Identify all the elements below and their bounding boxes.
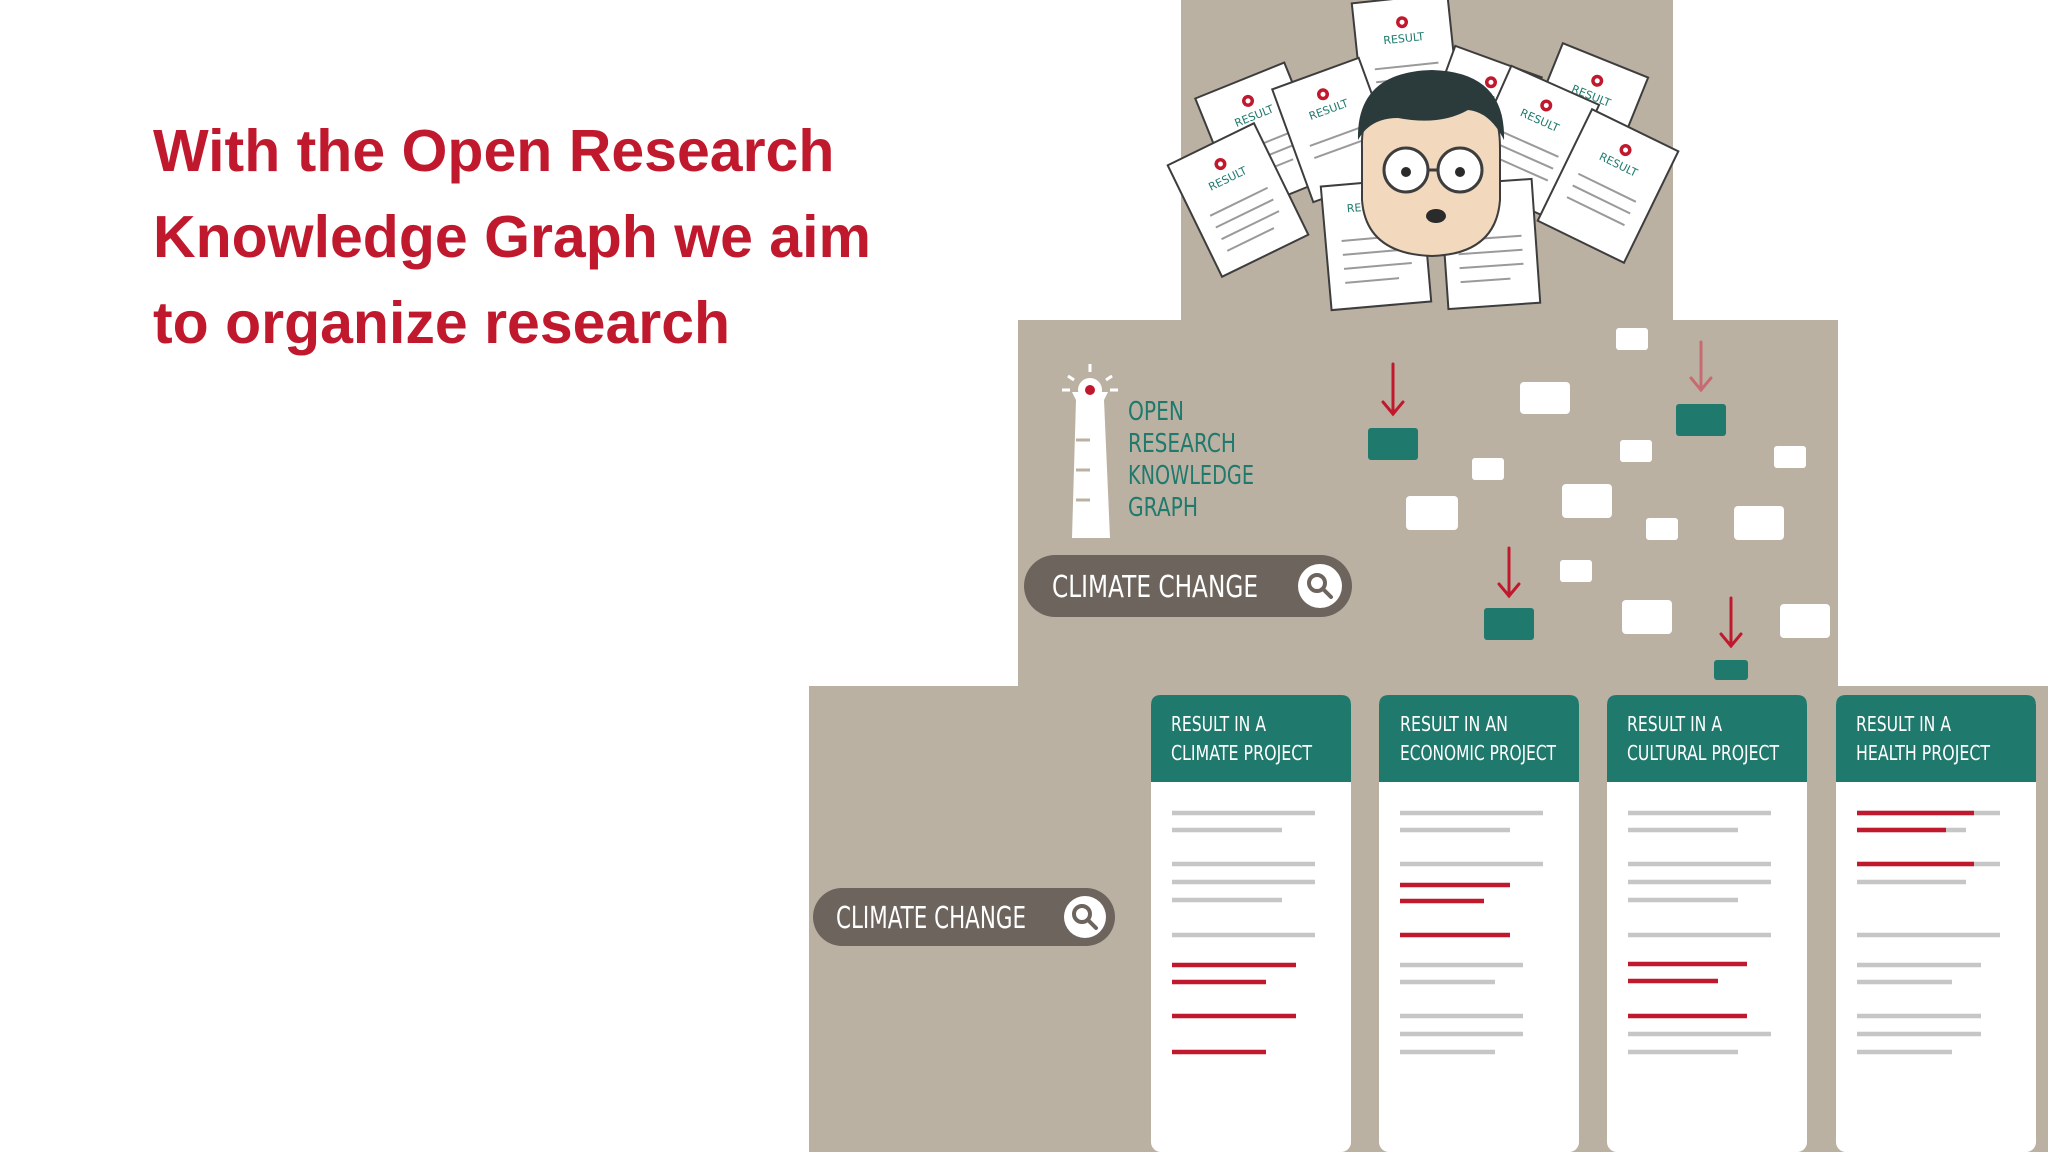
result-card: RESULT IN A CLIMATE PROJECT xyxy=(1151,695,1351,1152)
card-title-line-1: RESULT IN A xyxy=(1171,712,1266,736)
graph-node xyxy=(1774,446,1806,468)
slide-title: With the Open Research Knowledge Graph w… xyxy=(153,108,973,366)
search-query-upper: CLIMATE CHANGE xyxy=(1052,570,1258,605)
down-arrow-icon xyxy=(1497,546,1521,599)
paper-label: RESULT xyxy=(1383,30,1425,47)
graph-node xyxy=(1780,604,1830,638)
logo-line-1: OPEN xyxy=(1128,397,1184,427)
graph-node xyxy=(1520,382,1570,414)
graph-node xyxy=(1472,458,1504,480)
down-arrow-icon xyxy=(1689,340,1713,393)
face-icon xyxy=(1357,70,1505,258)
card-title-line-2: CULTURAL PROJECT xyxy=(1627,741,1780,765)
graph-node xyxy=(1622,600,1672,634)
graph-node xyxy=(1616,328,1648,350)
logo-line-3: KNOWLEDGE xyxy=(1128,461,1254,491)
card-title-line-2: ECONOMIC PROJECT xyxy=(1400,741,1557,765)
highlighted-nodes xyxy=(1368,340,1748,680)
lighthouse-icon xyxy=(1062,364,1118,538)
down-arrow-icon xyxy=(1719,596,1743,649)
title-line-1: With the Open Research xyxy=(153,118,835,184)
card-title-line-1: RESULT IN A xyxy=(1627,712,1722,736)
graph-node xyxy=(1620,440,1652,462)
graph-node xyxy=(1406,496,1458,530)
graph-node xyxy=(1734,506,1784,540)
graph-node xyxy=(1560,560,1592,582)
orkg-logo: OPEN RESEARCH KNOWLEDGE GRAPH xyxy=(1062,364,1254,538)
logo-line-2: RESEARCH xyxy=(1128,429,1236,459)
graph-node-highlighted xyxy=(1676,404,1726,436)
magnifier-icon xyxy=(1298,564,1342,608)
result-paper: RESULT xyxy=(1536,107,1680,265)
card-title-line-2: CLIMATE PROJECT xyxy=(1171,741,1313,765)
graph-node xyxy=(1562,484,1612,518)
card-title-line-1: RESULT IN A xyxy=(1856,712,1951,736)
title-line-2: Knowledge Graph we aim xyxy=(153,204,871,270)
paper-pile: RESULT RESULT RESULT RESULT RESULT xyxy=(1166,0,1680,312)
magnifier-icon xyxy=(1064,896,1106,938)
title-line-3: to organize research xyxy=(153,290,731,356)
search-pill-upper: CLIMATE CHANGE xyxy=(1024,555,1352,617)
graph-node xyxy=(1646,518,1678,540)
result-card: RESULT IN A CULTURAL PROJECT xyxy=(1607,695,1807,1152)
down-arrow-icon xyxy=(1381,362,1405,417)
graph-node-highlighted xyxy=(1368,428,1418,460)
search-pill-lower: CLIMATE CHANGE xyxy=(813,888,1115,946)
result-paper: RESULT xyxy=(1166,121,1310,279)
graph-node-highlighted xyxy=(1484,608,1534,640)
logo-line-4: GRAPH xyxy=(1128,493,1198,523)
card-title-line-2: HEALTH PROJECT xyxy=(1856,741,1991,765)
graph-node-highlighted xyxy=(1714,660,1748,680)
graph-nodes xyxy=(1406,328,1830,638)
result-card: RESULT IN A HEALTH PROJECT xyxy=(1836,695,2036,1152)
card-title-line-1: RESULT IN AN xyxy=(1400,712,1508,736)
search-query-lower: CLIMATE CHANGE xyxy=(836,901,1026,936)
result-card: RESULT IN AN ECONOMIC PROJECT xyxy=(1379,695,1579,1152)
